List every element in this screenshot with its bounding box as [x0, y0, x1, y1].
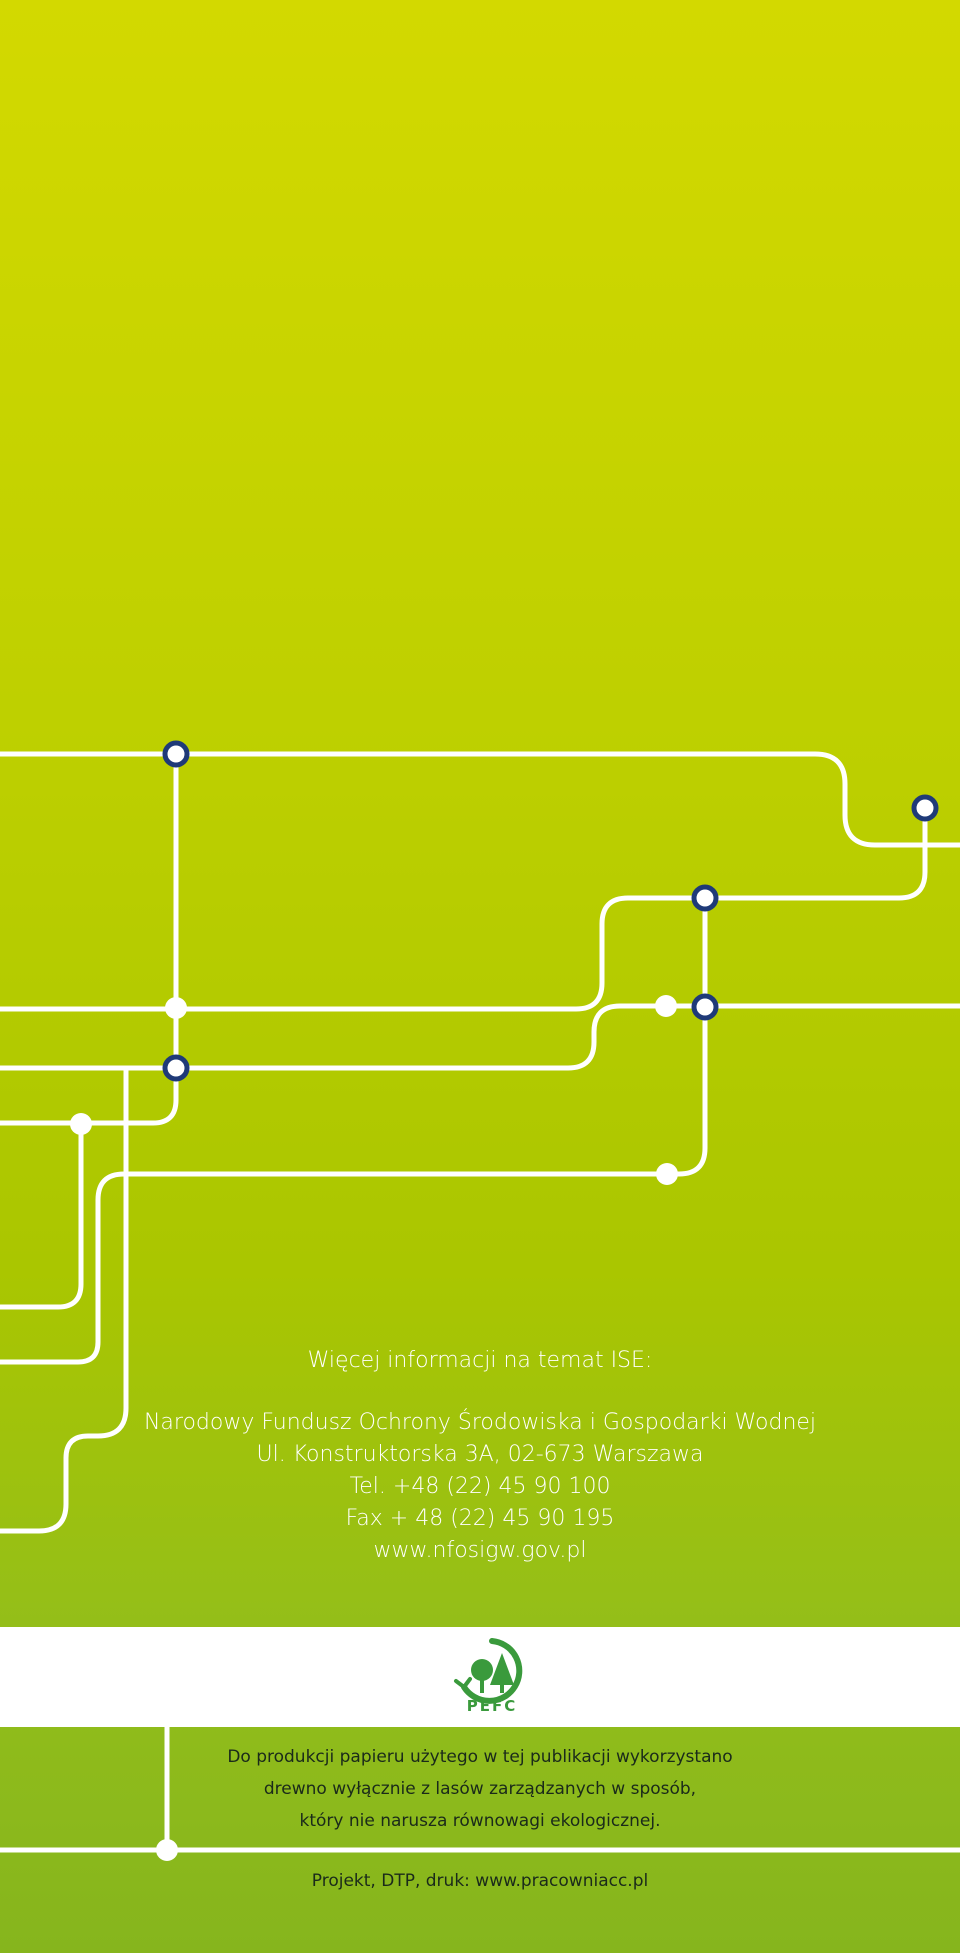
organization-name: Narodowy Fundusz Ochrony Środowiska i Go…	[143, 1410, 817, 1435]
pefc-tree-logo-icon	[454, 1638, 523, 1704]
line-middle	[0, 1003, 960, 1071]
station-ring	[162, 1054, 190, 1082]
paper-note-line: Do produkcji papieru użytego w tej publi…	[227, 1747, 733, 1767]
paper-note-line: drewno wyłącznie z lasów zarządzanych w …	[263, 1779, 697, 1799]
station-ring	[691, 884, 719, 912]
phone-number: Tel. +48 (22) 45 90 100	[349, 1474, 611, 1499]
station-ring	[911, 794, 939, 822]
fax-number: Fax + 48 (22) 45 90 195	[345, 1506, 615, 1531]
line-vertical-center	[0, 895, 708, 1365]
website-link[interactable]: www.nfosigw.gov.pl	[373, 1538, 587, 1563]
station-dot	[656, 1163, 678, 1185]
station-dot	[70, 1113, 92, 1135]
line-stations	[70, 740, 939, 1861]
pefc-logo-text: PEFC	[466, 1697, 518, 1715]
line-vertical-left	[0, 751, 179, 1126]
line-vertical-right-loop	[0, 805, 928, 1012]
station-ring	[691, 993, 719, 1021]
paper-source-note: Do produkcji papieru użytego w tej publi…	[0, 1741, 960, 1837]
contact-block: Więcej informacji na temat ISE: Narodowy…	[0, 1345, 960, 1567]
design-credits: Projekt, DTP, druk: www.pracowniacc.pl	[311, 1871, 649, 1891]
station-dot	[156, 1839, 178, 1861]
station-dot	[655, 995, 677, 1017]
address: Ul. Konstruktorska 3A, 02-673 Warszawa	[256, 1442, 704, 1467]
station-dot	[165, 997, 187, 1019]
line-top	[0, 751, 960, 848]
line-long-down	[0, 1065, 129, 1534]
line-left-short	[0, 1121, 84, 1310]
station-ring	[162, 740, 190, 768]
paper-note-line: który nie narusza równowagi ekologicznej…	[299, 1811, 661, 1831]
contact-heading: Więcej informacji na temat ISE:	[307, 1348, 653, 1373]
